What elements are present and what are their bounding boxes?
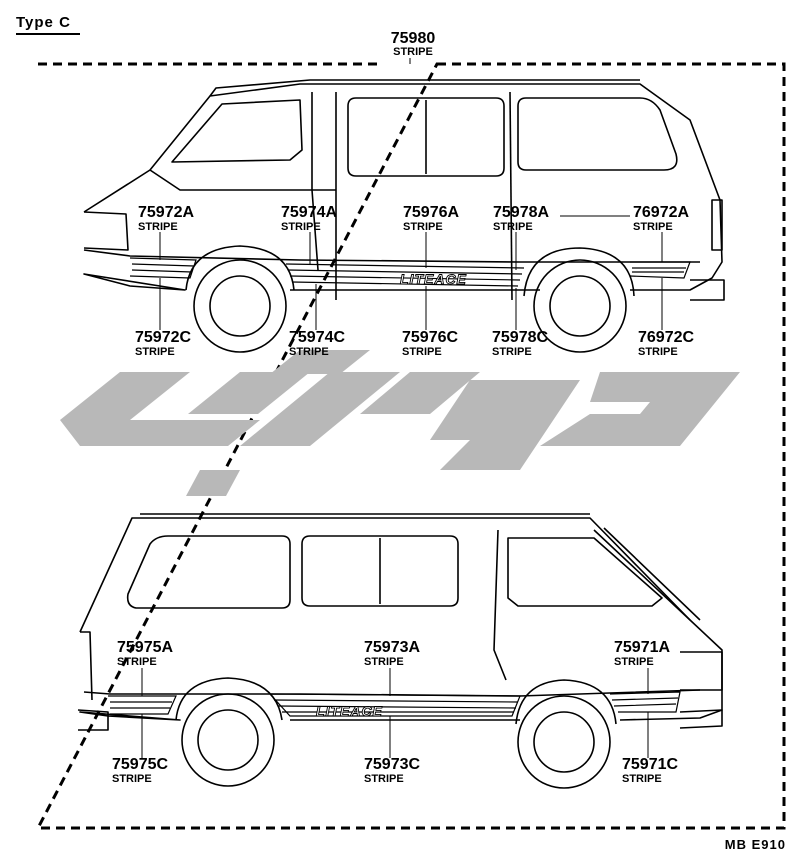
bottom-van-outline [77,513,723,731]
part-label: STRIPE [138,221,178,233]
part-code: 75974C [289,329,346,346]
part-label: STRIPE [492,346,532,358]
callout-75973A: 75973A STRIPE [364,639,421,669]
part-code: 75973A [364,639,421,656]
part-label: STRIPE [112,773,152,785]
top-van-stripes [129,257,691,287]
part-code: 75973C [364,756,421,773]
part-label: STRIPE [402,346,442,358]
callout-76972A: 76972A STRIPE [633,204,690,234]
callout-75971A: 75971A STRIPE [614,639,671,669]
callout-75978C: 75978C STRIPE [492,329,549,359]
bottom-van-decal: LITEACE [316,703,383,719]
watermark-logo [60,350,740,496]
part-label: STRIPE [493,221,533,233]
header-part-label: STRIPE [393,46,433,58]
part-label: STRIPE [281,221,321,233]
part-label: STRIPE [403,221,443,233]
callout-75975C: 75975C STRIPE [112,756,169,786]
part-label: STRIPE [364,656,404,668]
part-code: 76972A [633,204,690,221]
part-code: 75978A [493,204,550,221]
callout-75976C: 75976C STRIPE [402,329,459,359]
part-label: STRIPE [289,346,329,358]
part-label: STRIPE [622,773,662,785]
part-code: 75978C [492,329,549,346]
figure-code: MB E910 [724,837,786,852]
title-underline [16,33,80,35]
callout-75975A: 75975A STRIPE [117,639,174,669]
callout-75974A: 75974A STRIPE [281,204,338,234]
part-code: 76972C [638,329,695,346]
bottom-leaders [141,668,649,758]
top-van-outline [83,79,725,301]
part-label: STRIPE [638,346,678,358]
bottom-van-stripes [108,691,681,717]
part-code: 75976C [402,329,459,346]
callout-75971C: 75971C STRIPE [622,756,679,786]
part-label: STRIPE [364,773,404,785]
part-code: 75971A [614,639,671,656]
part-code: 75975C [112,756,169,773]
part-label: STRIPE [633,221,673,233]
top-leaders [159,215,663,330]
dashed-frame [35,62,786,830]
part-code: 75972C [135,329,192,346]
part-code: 75975A [117,639,174,656]
diagram-type-title: Type C [16,14,71,31]
callout-75978A: 75978A STRIPE [493,204,550,234]
top-van-wheels [193,259,627,353]
callout-75974C: 75974C STRIPE [289,329,346,359]
part-code: 75974A [281,204,338,221]
callout-75973C: 75973C STRIPE [364,756,421,786]
part-label: STRIPE [614,656,654,668]
top-van-decal: LITEACE [400,271,467,287]
callout-76972C: 76972C STRIPE [638,329,695,359]
bottom-van-wheels [181,693,611,789]
part-code: 75971C [622,756,679,773]
callout-75972A: 75972A STRIPE [138,204,195,234]
callout-75972C: 75972C STRIPE [135,329,192,359]
part-label: STRIPE [117,656,157,668]
part-label: STRIPE [135,346,175,358]
part-code: 75972A [138,204,195,221]
header-part-code: 75980 [390,30,436,47]
callout-75976A: 75976A STRIPE [403,204,460,234]
part-code: 75976A [403,204,460,221]
